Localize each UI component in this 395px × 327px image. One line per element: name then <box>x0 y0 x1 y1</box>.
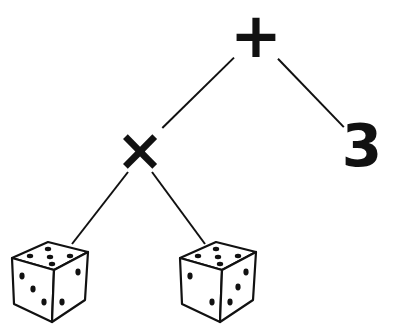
number-leaf: 3 <box>340 117 384 175</box>
number-leaf-text: 3 <box>342 117 382 175</box>
tree-branch <box>278 59 344 127</box>
operator-symbol: × <box>114 121 167 179</box>
operator-symbol: + <box>228 5 284 67</box>
tree-branch <box>72 172 128 244</box>
tree-branch <box>152 172 205 244</box>
die-picture <box>180 242 256 322</box>
tree-branch <box>162 58 234 128</box>
operator-symbol-text: × <box>116 121 165 179</box>
operator-symbol-text: + <box>230 5 282 67</box>
die-picture <box>12 242 88 322</box>
